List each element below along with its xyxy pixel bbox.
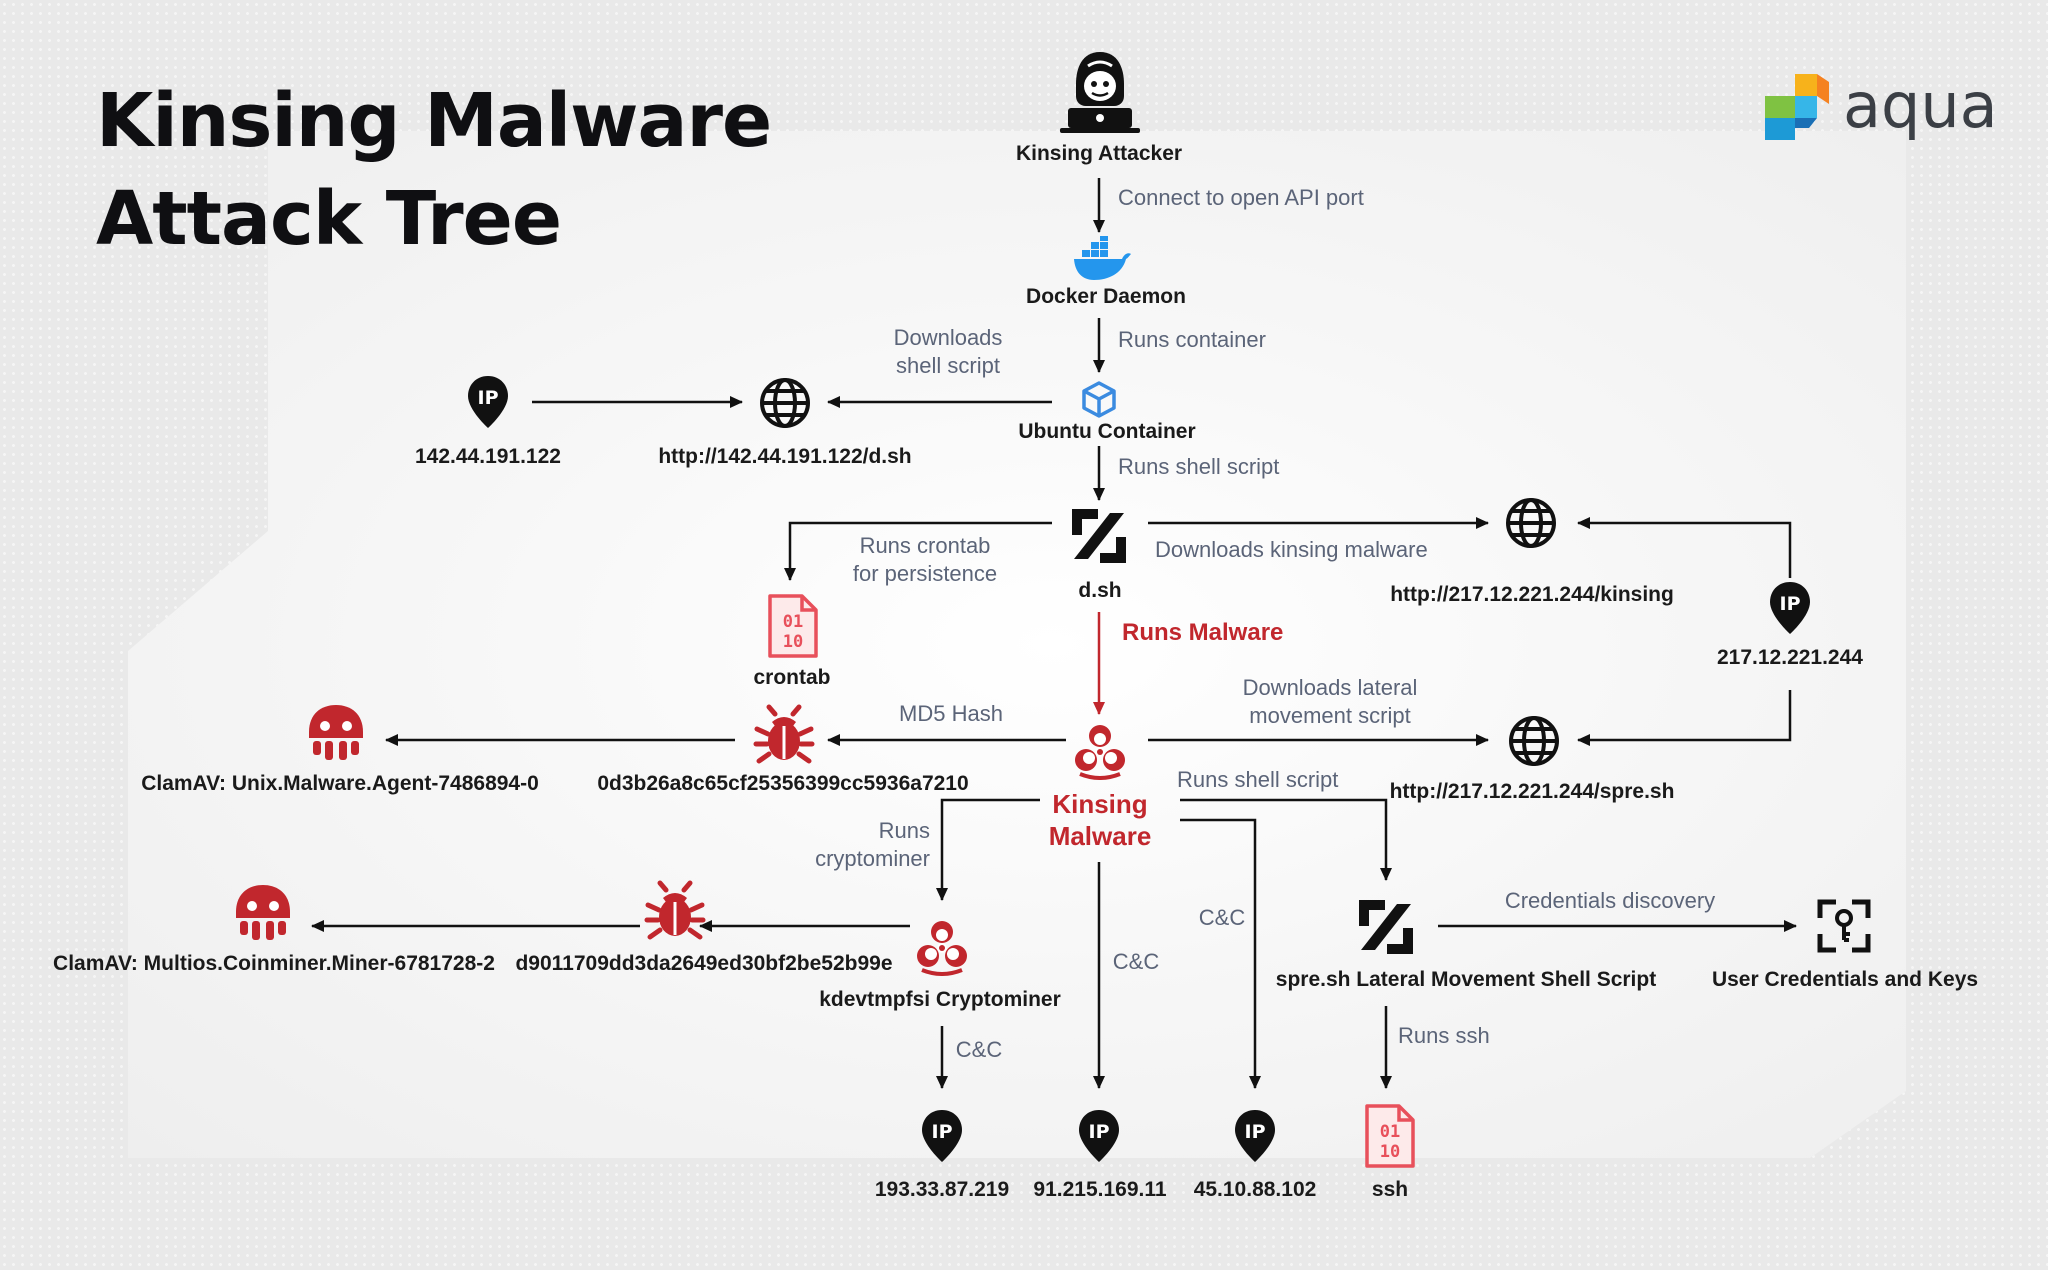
edge-label-runs-crontab: Runs crontab for persistence (852, 533, 998, 586)
node-cryptominer: kdevtmpfsi Cryptominer (819, 988, 1061, 1011)
biohazard-icon (917, 921, 967, 976)
antivirus-jellyfish-icon (309, 705, 363, 760)
edge-ip217-url-spre (1577, 690, 1792, 746)
bug-icon (644, 880, 706, 940)
script-slash-icon (1359, 900, 1413, 954)
edge-ip217-url-kinsing (1577, 517, 1792, 578)
edge-label-connect-api: Connect to open API port (1118, 185, 1364, 210)
edge-label-cc-3: C&C (955, 1037, 1003, 1062)
svg-text:10: 10 (783, 632, 803, 652)
edge-label-runs-shell-script: Runs shell script (1118, 454, 1280, 479)
svg-text:IP: IP (1089, 1121, 1110, 1143)
node-user-creds: User Credentials and Keys (1711, 968, 1979, 991)
globe-icon (1506, 498, 1556, 548)
node-dsh: d.sh (1078, 579, 1122, 602)
edge-label-md5-hash: MD5 Hash (899, 701, 1003, 726)
edge-label-runs-ssh: Runs ssh (1398, 1023, 1490, 1048)
title-line-2: Attack Tree (96, 176, 562, 262)
docker-whale-icon (1074, 236, 1131, 280)
node-ip-217: 217.12.221.244 (1717, 646, 1863, 669)
svg-text:01: 01 (1380, 1122, 1400, 1142)
node-ubuntu: Ubuntu Container (1018, 420, 1196, 443)
edge-label-runs-shell-script-2: Runs shell script (1177, 767, 1339, 792)
edge-label-credentials-discovery: Credentials discovery (1504, 888, 1716, 913)
node-spre: spre.sh Lateral Movement Shell Script (1275, 968, 1657, 991)
node-ssh: ssh (1371, 1178, 1409, 1201)
svg-text:01: 01 (783, 612, 803, 632)
edge-kinsing-spre (1180, 798, 1392, 881)
ip-pin-icon: IP (922, 1110, 962, 1162)
node-url-kinsing: http://217.12.221.244/kinsing (1390, 583, 1674, 606)
ip-pin-icon: IP (1079, 1110, 1119, 1162)
ip-pin-icon: IP (468, 376, 508, 428)
node-kinsing-malware: Kinsing Malware (1048, 789, 1152, 851)
hacker-icon (1060, 52, 1140, 133)
node-ip-193: 193.33.87.219 (874, 1178, 1010, 1201)
aqua-logo-text: aqua (1843, 69, 1998, 142)
ip-pin-icon: IP (1235, 1110, 1275, 1162)
aqua-logo-icon (1765, 74, 1829, 140)
node-crontab: crontab (753, 666, 831, 689)
node-docker: Docker Daemon (1026, 285, 1186, 308)
svg-text:IP: IP (478, 387, 499, 409)
background-panel (128, 131, 1906, 1158)
edge-label-runs-malware: Runs Malware (1122, 619, 1284, 646)
node-attacker: Kinsing Attacker (1015, 142, 1183, 165)
node-hash-miner: d9011709dd3da2649ed30bf2be52b99e (515, 952, 893, 975)
container-cube-icon (1082, 381, 1116, 418)
edge-dsh-crontab (784, 521, 1052, 581)
edge-label-downloads-lateral: Downloads lateral movement script (1242, 675, 1418, 728)
bug-icon (753, 704, 815, 764)
script-slash-icon (1072, 509, 1126, 563)
svg-text:10: 10 (1380, 1142, 1400, 1162)
globe-icon (1509, 716, 1559, 766)
node-hash-kinsing: 0d3b26a8c65cf25356399cc5936a7210 (597, 772, 969, 795)
ip-pin-icon: IP (1770, 582, 1810, 634)
edge-label-downloads-kinsing: Downloads kinsing malware (1155, 537, 1428, 562)
node-clamav-agent: ClamAV: Unix.Malware.Agent-7486894-0 (141, 772, 539, 795)
edge-kinsing-ip45 (1180, 818, 1261, 1089)
edge-label-runs-cryptominer: Runs cryptominer (815, 818, 930, 871)
edge-label-runs-container: Runs container (1118, 327, 1266, 352)
node-ip-91: 91.215.169.11 (1033, 1178, 1167, 1201)
node-url-dsh: http://142.44.191.122/d.sh (658, 445, 912, 468)
globe-icon (760, 378, 810, 428)
svg-text:IP: IP (1780, 593, 1801, 615)
binary-file-icon: 01 10 (1365, 1104, 1415, 1168)
aqua-logo: aqua (1755, 68, 1998, 148)
antivirus-jellyfish-icon (236, 885, 290, 940)
credentials-key-icon (1817, 899, 1871, 953)
svg-text:IP: IP (932, 1121, 953, 1143)
edge-label-cc-1: C&C (1198, 905, 1246, 930)
node-ip-45: 45.10.88.102 (1193, 1178, 1317, 1201)
node-ip-142: 142.44.191.122 (415, 445, 561, 468)
svg-text:IP: IP (1245, 1121, 1266, 1143)
binary-file-icon: 01 10 (768, 594, 818, 658)
biohazard-icon (1075, 725, 1125, 780)
edge-label-cc-2: C&C (1112, 949, 1160, 974)
edge-kinsing-cryptominer (936, 798, 1040, 901)
page-title: Kinsing Malware Attack Tree (96, 72, 856, 268)
node-clamav-miner: ClamAV: Multios.Coinminer.Miner-6781728-… (53, 952, 495, 975)
title-line-1: Kinsing Malware (96, 78, 772, 164)
edge-label-downloads-shell: Downloads shell script (893, 325, 1003, 378)
node-url-spre: http://217.12.221.244/spre.sh (1389, 780, 1675, 803)
